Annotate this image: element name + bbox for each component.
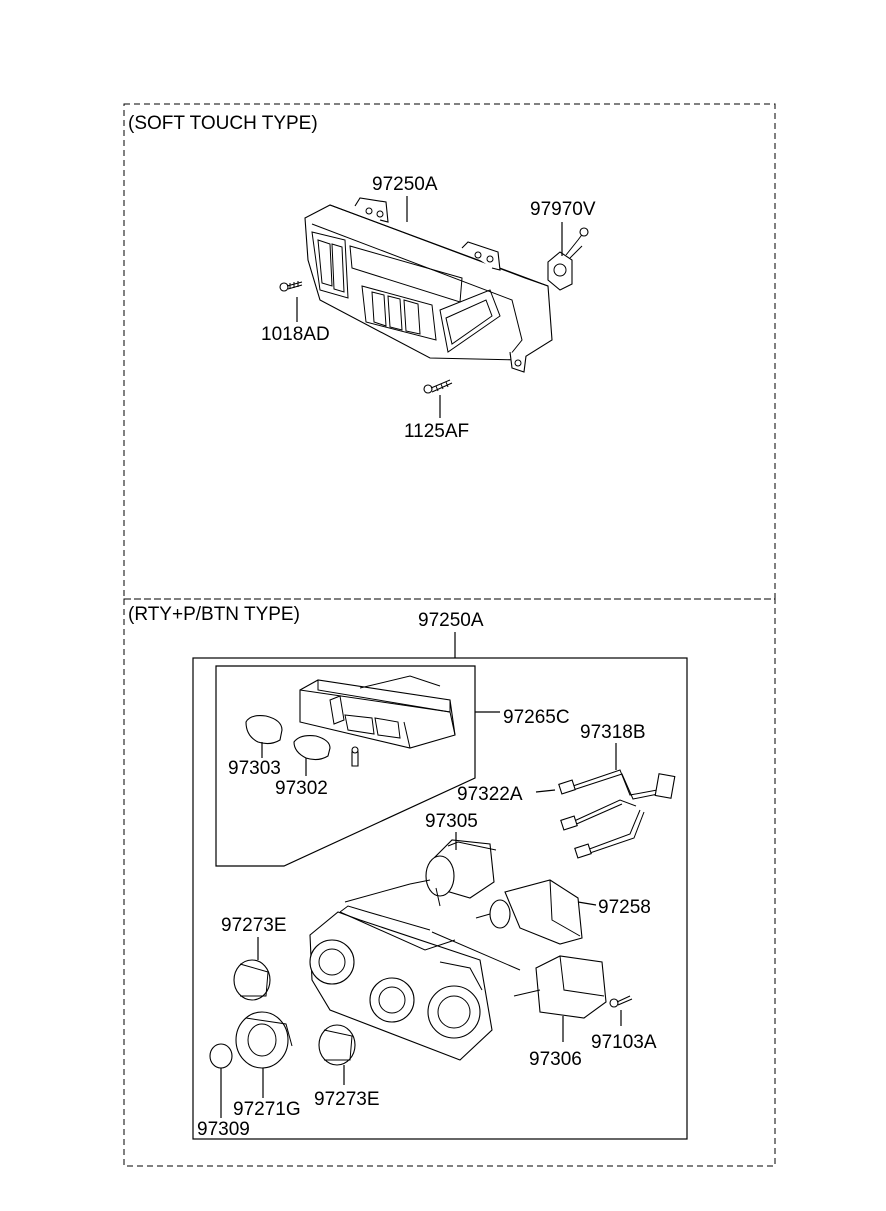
sub-assembly-frame (215, 665, 476, 867)
part-label-97305: 97305 (425, 811, 478, 832)
switch-assembly-97265c[interactable] (299, 675, 456, 749)
part-label-97250a-assembly: 97250A (418, 610, 484, 631)
switch-97306[interactable] (513, 955, 607, 1019)
actuator-97258[interactable] (475, 879, 583, 945)
part-label-97303: 97303 (228, 758, 281, 779)
part-label-97318b: 97318B (580, 722, 646, 743)
knob-97271g[interactable] (235, 1011, 293, 1069)
actuator-motor-97305[interactable] (409, 839, 497, 907)
heater-control-body[interactable] (309, 905, 493, 1061)
part-label-97271g: 97271G (233, 1099, 301, 1120)
wiring-harness-97318b[interactable] (558, 769, 676, 859)
part-label-1018ad: 1018AD (261, 324, 330, 345)
part-label-97103a: 97103A (591, 1032, 657, 1053)
screw-1125af[interactable] (423, 379, 453, 394)
rty-btn-section-frame (123, 598, 776, 1167)
part-label-97970v: 97970V (530, 199, 596, 220)
part-label-97265c: 97265C (503, 707, 570, 728)
part-label-97322a: 97322A (457, 784, 523, 805)
button-97302[interactable] (293, 735, 331, 761)
control-panel-assembly-soft-touch[interactable] (304, 197, 553, 373)
knob-97273e-upper[interactable] (233, 959, 271, 1001)
part-label-97250a: 97250A (372, 174, 438, 195)
soft-touch-section-title: (SOFT TOUCH TYPE) (128, 113, 318, 134)
rty-btn-section-title: (RTY+P/BTN TYPE) (128, 604, 300, 625)
part-label-97309: 97309 (197, 1119, 250, 1140)
part-label-97273e-upper: 97273E (221, 915, 287, 936)
part-label-97258: 97258 (598, 897, 651, 918)
knob-97273e-lower[interactable] (318, 1024, 356, 1066)
assembly-frame (192, 657, 688, 1140)
screw-1018ad[interactable] (279, 281, 303, 292)
bulb-socket-97970v[interactable] (547, 227, 589, 291)
part-label-97306: 97306 (529, 1049, 582, 1070)
part-label-97273e-lower: 97273E (314, 1089, 380, 1110)
part-label-97302: 97302 (275, 778, 328, 799)
button-97303[interactable] (245, 715, 283, 745)
part-label-1125af: 1125AF (404, 421, 469, 442)
screw-97103a[interactable] (609, 995, 633, 1008)
cap-97309[interactable] (209, 1043, 233, 1069)
bulb[interactable] (351, 746, 359, 767)
